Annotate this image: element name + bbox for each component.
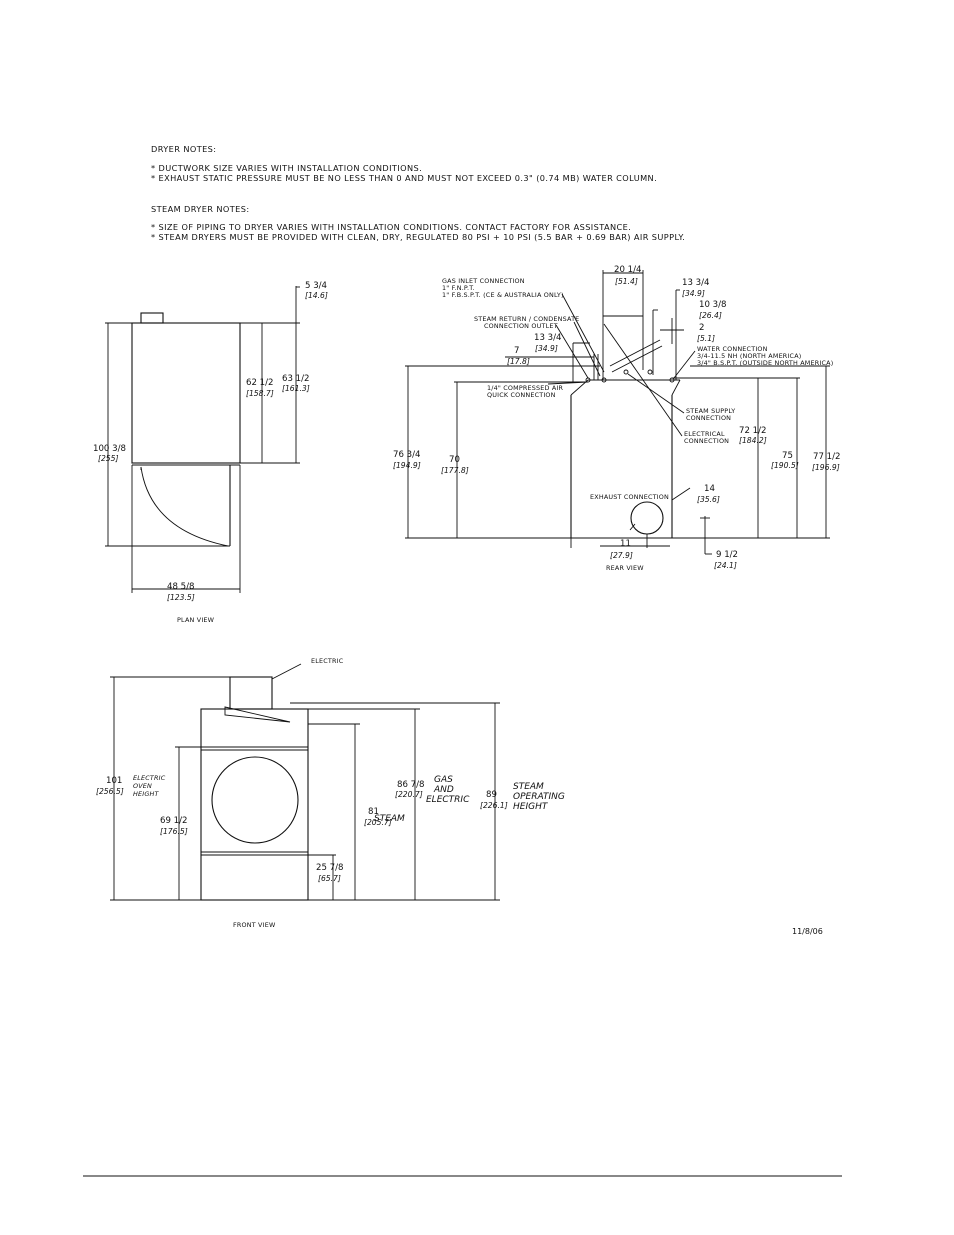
rear-mm-51-4: [51.4] (615, 277, 638, 286)
plan-dim-63-1-2: 63 1/2 (282, 374, 310, 384)
compressed-air-label-2: QUICK CONNECTION (487, 391, 556, 399)
gas-label-2: AND (433, 785, 454, 795)
gas-inlet-label-2: 1" F.N.P.T. (442, 284, 475, 292)
rear-mm-26-4: [26.4] (699, 311, 722, 320)
plan-mm-255: [255] (98, 454, 118, 463)
rear-dim-14: 14 (704, 484, 715, 494)
electric-oven-label-3: HEIGHT (133, 790, 159, 798)
plan-mm-158-7: [158.7] (246, 389, 274, 398)
front-mm-176-5: [176.5] (160, 827, 188, 836)
rear-mm-5-1: [5.1] (697, 334, 715, 343)
rear-dim-10-3-8: 10 3/8 (699, 300, 727, 310)
rear-dim-13-3-4-mid: 13 3/4 (534, 333, 562, 343)
gas-inlet-label-3: 1" F.B.S.P.T. (CE & AUSTRALIA ONLY) (442, 291, 564, 299)
rear-dim-70: 70 (449, 455, 460, 465)
notes-block: DRYER NOTES: * DUCTWORK SIZE VARIES WITH… (151, 144, 685, 242)
rear-mm-194-9: [194.9] (393, 461, 421, 470)
plan-dim-100-3-8: 100 3/8 (93, 444, 126, 454)
front-mm-220-7: [220.7] (395, 790, 423, 799)
electrical-label-2: CONNECTION (684, 437, 729, 445)
rear-dim-2: 2 (699, 323, 704, 333)
steam-note-2: * STEAM DRYERS MUST BE PROVIDED WITH CLE… (151, 232, 685, 242)
rear-mm-190-5: [190.5] (771, 461, 799, 470)
plan-mm-161-3: [161.3] (282, 384, 310, 393)
steam-supply-label-1: STEAM SUPPLY (686, 407, 735, 415)
plan-dim-5-3-4: 5 3/4 (305, 281, 327, 291)
rear-dim-72-1-2: 72 1/2 (739, 426, 767, 436)
rear-dim-9-1-2: 9 1/2 (716, 550, 738, 560)
rear-mm-196-9: [196.9] (812, 463, 840, 472)
plan-dim-62-1-2: 62 1/2 (246, 378, 274, 388)
front-electric-box (229, 676, 273, 710)
water-connection-label-2: 3/4-11.5 NH (NORTH AMERICA) (697, 352, 801, 360)
plan-door-swing-arc (140, 466, 229, 547)
front-electric-label: ELECTRIC (311, 657, 344, 665)
rear-dim-7: 7 (514, 346, 519, 356)
water-connection-label-3: 3/4" B.S.P.T. (OUTSIDE NORTH AMERICA) (697, 359, 833, 367)
exhaust-connection-label: EXHAUST CONNECTION (590, 493, 669, 501)
steam-supply-label-2: CONNECTION (686, 414, 731, 422)
dryer-notes-heading: DRYER NOTES: (151, 144, 216, 154)
front-cabinet (200, 708, 309, 901)
front-mm-65-7: [65.7] (318, 874, 341, 883)
rear-dim-20-1-4: 20 1/4 (614, 265, 642, 275)
rear-mm-35-6: [35.6] (697, 495, 720, 504)
front-dim-89: 89 (486, 790, 497, 800)
steam-operating-label-2: OPERATING (513, 792, 565, 802)
plan-view: 100 3/8 [255] 62 1/2 [158.7] 63 1/2 [161… (93, 281, 328, 624)
plan-mm-14-6: [14.6] (305, 291, 328, 300)
rear-dim-77-1-2: 77 1/2 (813, 452, 841, 462)
plan-cabinet (131, 322, 241, 464)
rear-exhaust-circle (630, 501, 664, 535)
front-dim-101: 101 (106, 776, 122, 786)
steam-notes-heading: STEAM DRYER NOTES: (151, 204, 249, 214)
rear-dim-11: 11 (620, 539, 631, 549)
rear-view-title: REAR VIEW (606, 564, 644, 572)
gas-inlet-label-1: GAS INLET CONNECTION (442, 277, 525, 285)
rear-view: GAS INLET CONNECTION 1" F.N.P.T. 1" F.B.… (393, 265, 841, 572)
front-view: ELECTRIC 101 [256.5] ELECTRIC OVEN HEIGH… (96, 657, 565, 929)
steam-operating-label-3: HEIGHT (513, 802, 549, 812)
rear-dim-13-3-4-top: 13 3/4 (682, 278, 710, 288)
dryer-note-1: * DUCTWORK SIZE VARIES WITH INSTALLATION… (151, 163, 422, 173)
plan-dim-48-5-8: 48 5/8 (167, 582, 195, 592)
gas-label-3: ELECTRIC (426, 795, 470, 805)
front-mm-205-7: [205.7] (364, 818, 392, 827)
front-top-vent (224, 706, 291, 723)
electrical-label-1: ELECTRICAL (684, 430, 725, 438)
steam-note-1: * SIZE OF PIPING TO DRYER VARIES WITH IN… (151, 222, 631, 232)
drawing-date: 11/8/06 (792, 927, 823, 936)
electric-oven-label-2: OVEN (133, 782, 152, 790)
rear-mm-34-9-top: [34.9] (682, 289, 705, 298)
steam-operating-label-1: STEAM (513, 782, 544, 792)
front-mm-256-5: [256.5] (96, 787, 124, 796)
dryer-note-2: * EXHAUST STATIC PRESSURE MUST BE NO LES… (151, 173, 657, 183)
gas-label-1: GAS (434, 775, 453, 785)
rear-dim-75: 75 (782, 451, 793, 461)
steam-height-label: STEAM (374, 814, 405, 824)
rear-mm-177-8: [177.8] (441, 466, 469, 475)
rear-dim-76-3-4: 76 3/4 (393, 450, 421, 460)
front-door-glass (211, 756, 299, 844)
water-connection-label-1: WATER CONNECTION (697, 345, 768, 353)
plan-view-title: PLAN VIEW (177, 616, 215, 624)
rear-mm-27-9: [27.9] (610, 551, 633, 560)
front-dim-81: 81 (368, 807, 379, 817)
electric-oven-label-1: ELECTRIC (133, 774, 166, 782)
front-dim-86-7-8: 86 7/8 (397, 780, 425, 790)
plan-mm-123-5: [123.5] (167, 593, 195, 602)
rear-mm-17-8: [17.8] (507, 357, 530, 366)
rear-mm-34-9-mid: [34.9] (535, 344, 558, 353)
steam-return-label-1: STEAM RETURN / CONDENSATE (474, 315, 579, 323)
front-view-title: FRONT VIEW (233, 921, 276, 929)
steam-return-label-2: CONNECTION OUTLET (484, 322, 558, 330)
plan-exhaust-stub (140, 312, 164, 324)
front-dim-25-7-8: 25 7/8 (316, 863, 344, 873)
compressed-air-label-1: 1/4" COMPRESSED AIR (487, 384, 564, 392)
front-dim-69-1-2: 69 1/2 (160, 816, 188, 826)
rear-mm-184-2: [184.2] (739, 436, 767, 445)
front-mm-226-1: [226.1] (480, 801, 508, 810)
rear-mm-24-1: [24.1] (714, 561, 737, 570)
